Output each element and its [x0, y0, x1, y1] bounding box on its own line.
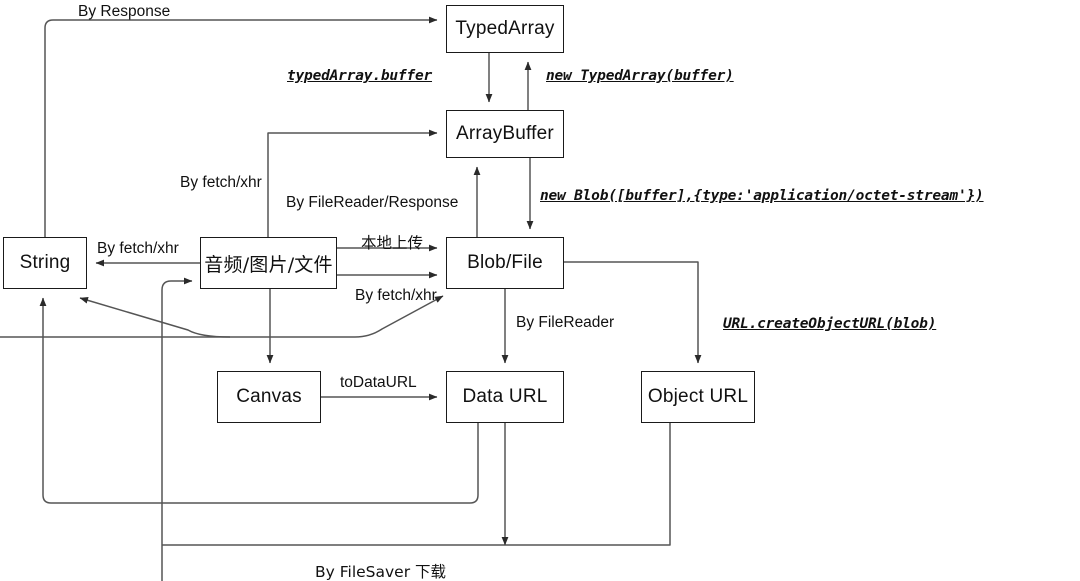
edge-rail-to-string-diagonal: [79, 297, 231, 338]
node-canvas[interactable]: Canvas: [217, 371, 321, 423]
code-label-new-blob: new Blob([buffer],{type:'application/oct…: [540, 188, 984, 204]
node-arraybuffer[interactable]: ArrayBuffer: [446, 110, 564, 158]
node-typedarray[interactable]: TypedArray: [446, 5, 564, 53]
edge-label-todataurl: toDataURL: [340, 374, 417, 391]
node-media[interactable]: 音频/图片/文件: [200, 237, 337, 289]
node-data-url[interactable]: Data URL: [446, 371, 564, 423]
edge-response-to-typedarray: [44, 16, 438, 237]
node-label: 音频/图片/文件: [204, 253, 333, 276]
edge-label-by-fetch-xhr-top: By fetch/xhr: [180, 174, 262, 191]
node-object-url[interactable]: Object URL: [641, 371, 755, 423]
node-label: Object URL: [647, 386, 749, 407]
edge-dataurl-to-string: [39, 297, 479, 504]
node-label: ArrayBuffer: [456, 123, 554, 144]
edge-label-by-fetch-xhr-blob: By fetch/xhr: [355, 287, 437, 304]
edge-fetch-to-blob-diagonal: [0, 295, 444, 338]
node-label: TypedArray: [455, 18, 555, 39]
edge-label-by-response: By Response: [78, 3, 171, 20]
node-label: String: [19, 252, 71, 273]
code-label-new-typedarray: new TypedArray(buffer): [546, 68, 734, 84]
code-label-typedarray-buffer: typedArray.buffer: [287, 68, 433, 84]
edge-blob-to-objecturl: [564, 261, 702, 364]
node-string[interactable]: String: [3, 237, 87, 289]
edge-fetch-to-arraybuffer: [267, 129, 438, 237]
node-label: Data URL: [462, 386, 548, 407]
node-label: Canvas: [236, 386, 302, 407]
edge-label-by-filesaver: By FileSaver 下载: [315, 563, 447, 581]
edge-rail-to-media: [161, 277, 193, 581]
node-label: Blob/File: [467, 252, 543, 273]
edge-objecturl-to-filesaver: [162, 423, 671, 546]
edge-label-by-filereader-response: By FileReader/Response: [286, 194, 459, 211]
node-blob-file[interactable]: Blob/File: [446, 237, 564, 289]
edge-label-by-filereader: By FileReader: [516, 314, 615, 331]
code-label-create-object-url: URL.createObjectURL(blob): [723, 316, 937, 332]
edge-label-local-upload: 本地上传: [361, 234, 424, 252]
edge-label-by-fetch-xhr-string: By fetch/xhr: [97, 240, 179, 257]
